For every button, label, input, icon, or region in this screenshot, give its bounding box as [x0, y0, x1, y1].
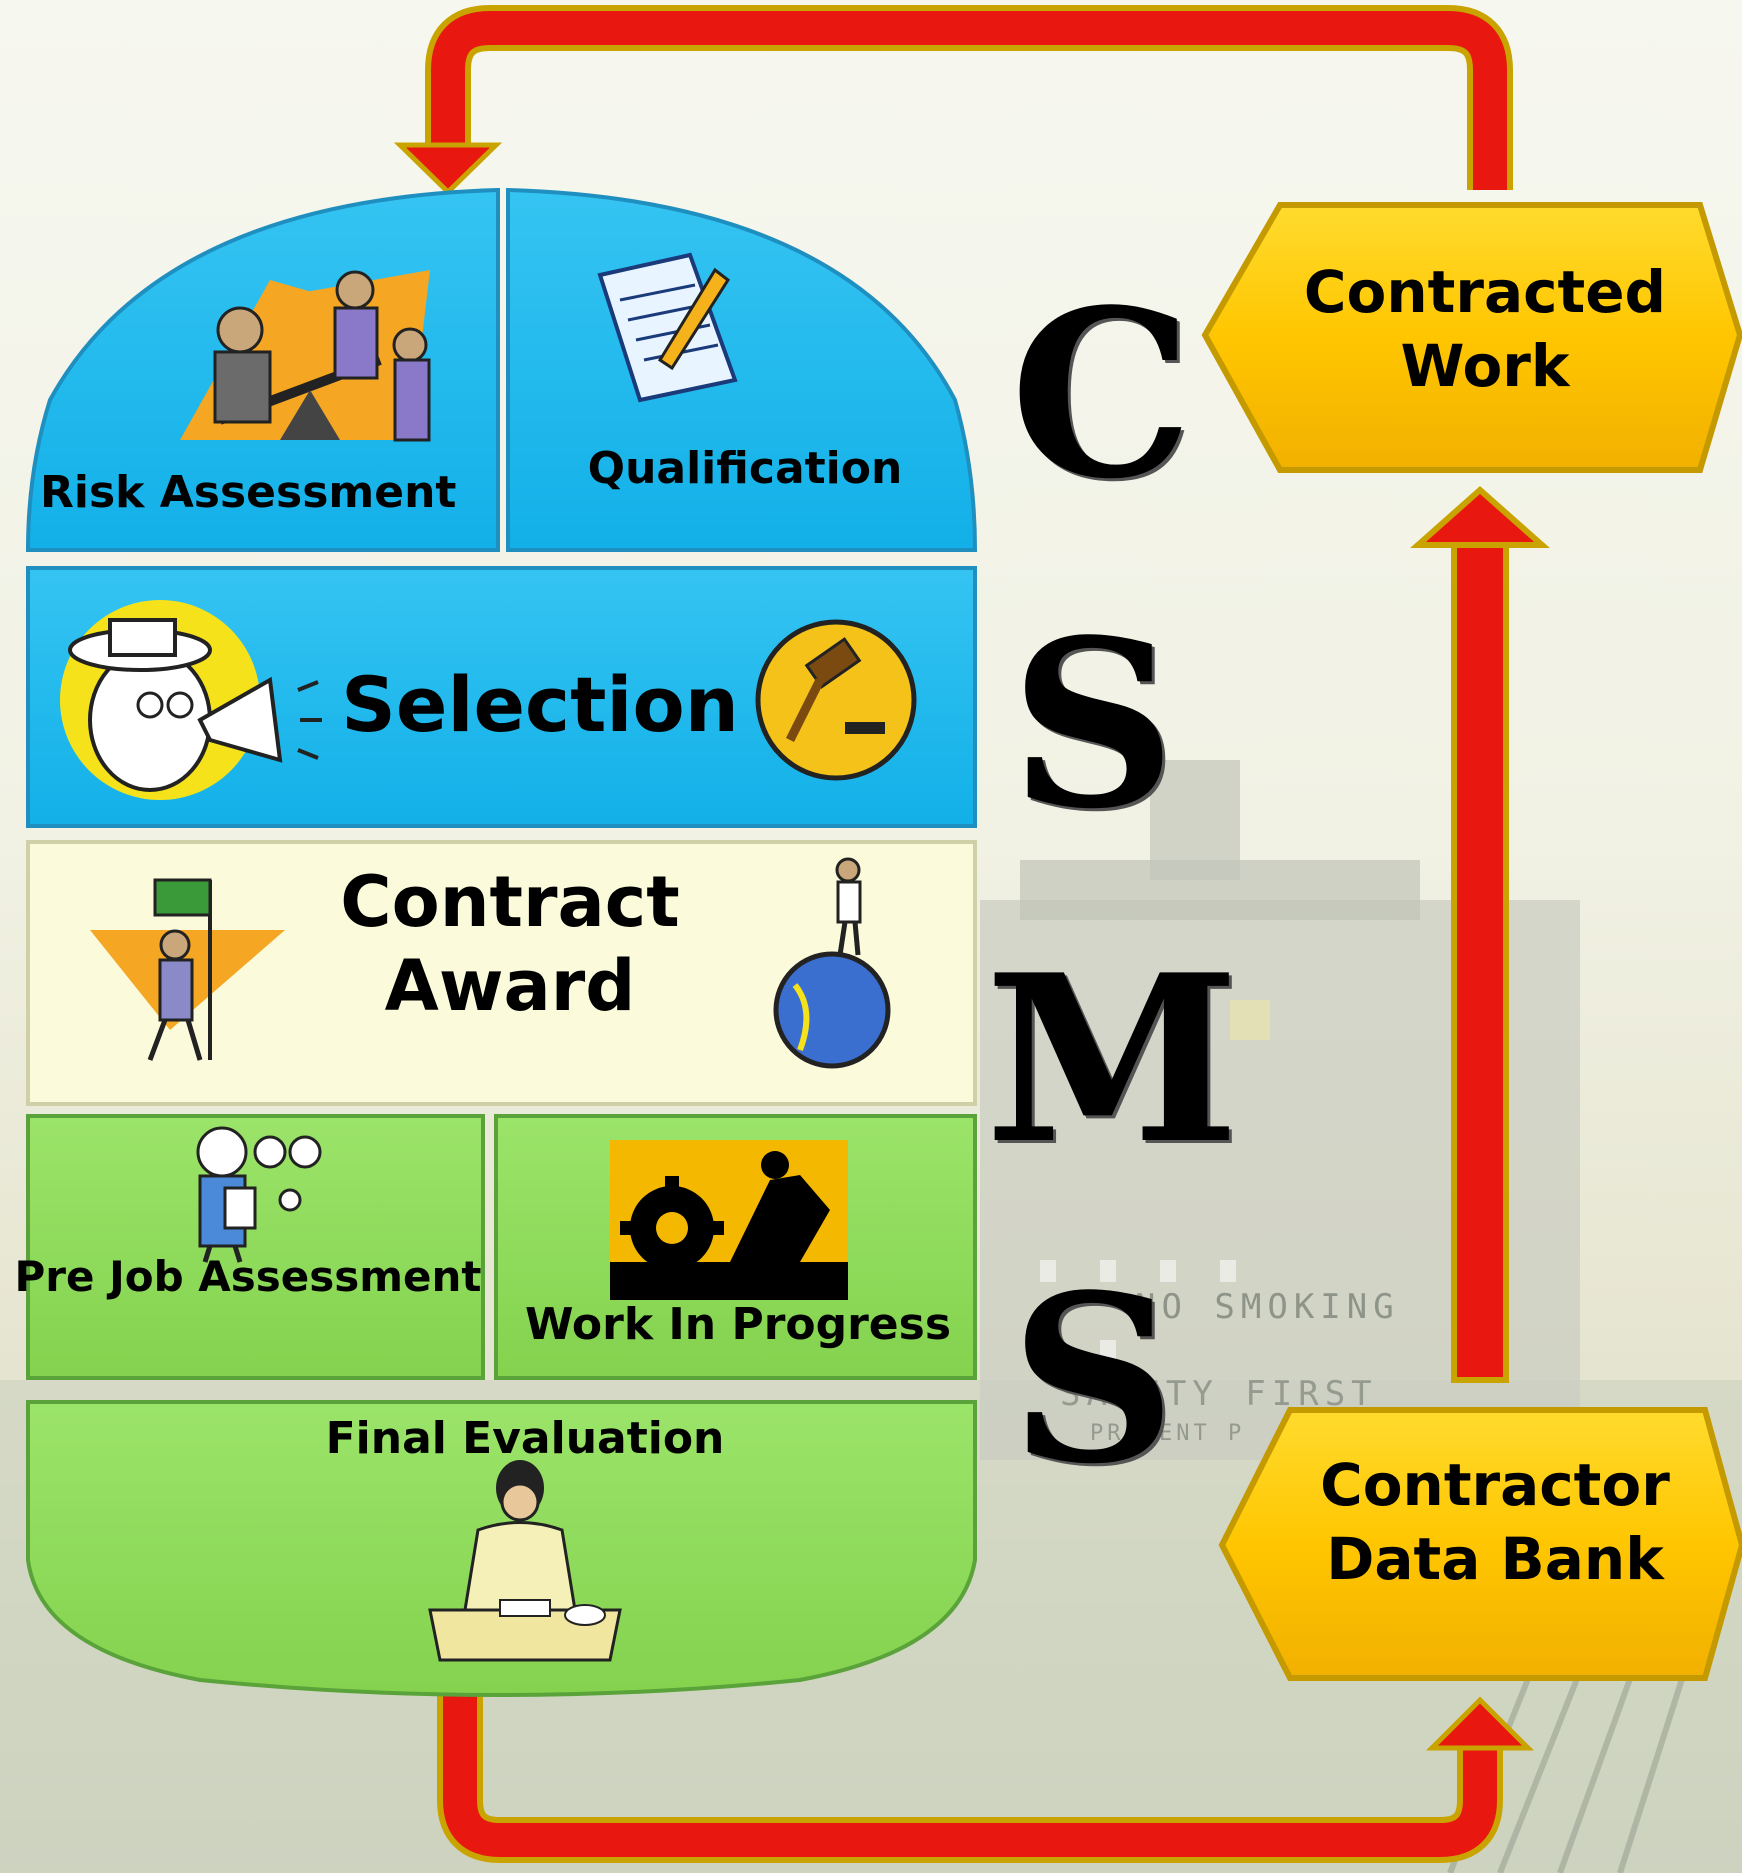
arrowhead-up-contracted: [1410, 485, 1550, 548]
final-evaluation-label: Final Evaluation: [325, 1413, 725, 1464]
contractor-data-bank-hexagon: [1218, 1407, 1742, 1681]
qualification-label: Qualification: [587, 443, 903, 494]
flow-arrow-vertical: [1451, 537, 1509, 1383]
pre-job-assessment-label: Pre Job Assessment: [14, 1252, 482, 1301]
qualification-block: [506, 187, 978, 552]
csms-letter-m: M: [985, 925, 1240, 1195]
work-in-progress-label: Work In Progress: [524, 1299, 952, 1350]
csms-letter-s2: S: [1010, 1245, 1177, 1515]
contracted-work-line1: Contracted: [1303, 258, 1667, 326]
seesaw-figures-icon: [180, 270, 431, 442]
detective-megaphone-icon: [60, 600, 322, 800]
selection-label: Selection: [341, 660, 739, 749]
gear-worker-icon: [610, 1140, 848, 1300]
return-arrow-top: [425, 5, 1513, 190]
background-sign-prevent: PREVENT P: [1090, 1421, 1245, 1446]
arrowhead-up-databank: [1425, 1696, 1535, 1751]
risk-assessment-label: Risk Assessment: [40, 467, 457, 518]
flow-arrow-bottom: [437, 1690, 1503, 1863]
contract-award-line1: Contract: [340, 861, 680, 943]
contract-award-label: Contract Award: [300, 860, 720, 1028]
csms-letter-c: C: [1010, 260, 1194, 530]
gavel-icon: [755, 619, 917, 781]
document-pen-icon: [597, 252, 738, 403]
inspector-gauges-icon: [196, 1126, 322, 1263]
arrowhead-down-risk: [393, 142, 503, 196]
contractor-data-bank-line2: Data Bank: [1326, 1525, 1664, 1593]
background-sign-no-smoking: NO SMOKING: [1135, 1287, 1400, 1327]
csms-letter-s1: S: [1010, 590, 1177, 860]
contractor-data-bank-label: Contractor Data Bank: [1270, 1448, 1720, 1596]
woman-at-desk-icon: [428, 1460, 622, 1662]
contracted-work-line2: Work: [1400, 332, 1570, 400]
contracted-work-label: Contracted Work: [1260, 255, 1710, 403]
contract-award-line2: Award: [384, 945, 636, 1027]
flag-bearer-icon: [90, 878, 285, 1061]
contractor-data-bank-line1: Contractor: [1320, 1451, 1670, 1519]
contracted-work-hexagon: [1201, 202, 1742, 473]
man-on-globe-icon: [773, 857, 891, 1069]
